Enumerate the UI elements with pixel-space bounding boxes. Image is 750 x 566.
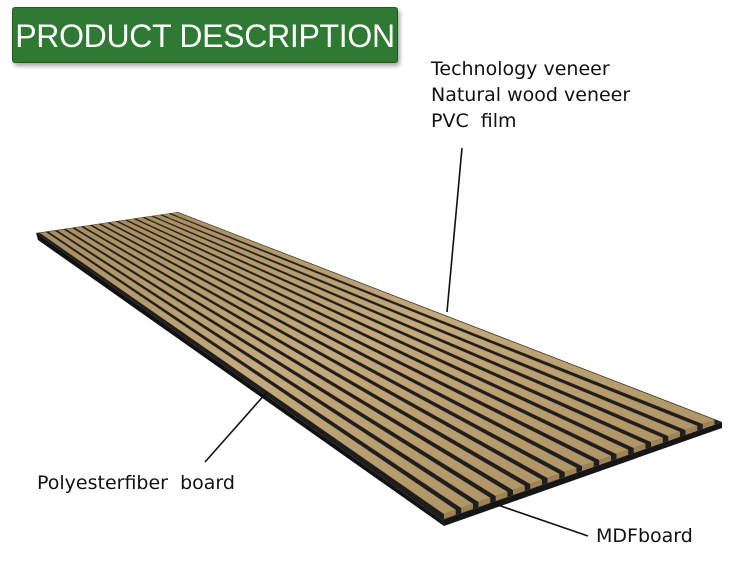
- slat-end: [599, 455, 611, 465]
- slat-end: [582, 461, 594, 471]
- product-description-banner: PRODUCT DESCRIPTION: [12, 7, 398, 63]
- slat-end: [564, 467, 577, 477]
- felt-edge: [36, 233, 444, 526]
- slat-end: [495, 491, 508, 501]
- slat-end: [478, 497, 491, 507]
- wood-slats: [39, 212, 716, 519]
- label-mdf-board: MDFboard: [596, 525, 693, 547]
- slat-end: [651, 437, 663, 447]
- leader-line-polyester: [204, 391, 268, 463]
- slat-end: [633, 443, 646, 453]
- slat-end: [668, 431, 680, 441]
- slat-end: [616, 449, 629, 459]
- slat-end: [461, 503, 473, 513]
- slat-end: [530, 479, 542, 489]
- slat-end: [444, 509, 456, 519]
- slat-end: [513, 485, 525, 495]
- leader-line-mdf: [491, 502, 589, 537]
- label-pvc-film: PVC film: [431, 110, 517, 132]
- label-technology-veneer: Technology veneer: [431, 58, 610, 80]
- leader-line-veneer: [446, 147, 463, 313]
- slat-end: [685, 425, 698, 435]
- slat-end: [547, 473, 560, 483]
- banner-title: PRODUCT DESCRIPTION: [15, 18, 395, 54]
- slat-end: [702, 419, 715, 429]
- felt-edge-right: [442, 422, 722, 526]
- label-polyester-fiber-board: Polyesterfiber board: [37, 472, 235, 494]
- label-natural-wood-veneer: Natural wood veneer: [431, 84, 631, 106]
